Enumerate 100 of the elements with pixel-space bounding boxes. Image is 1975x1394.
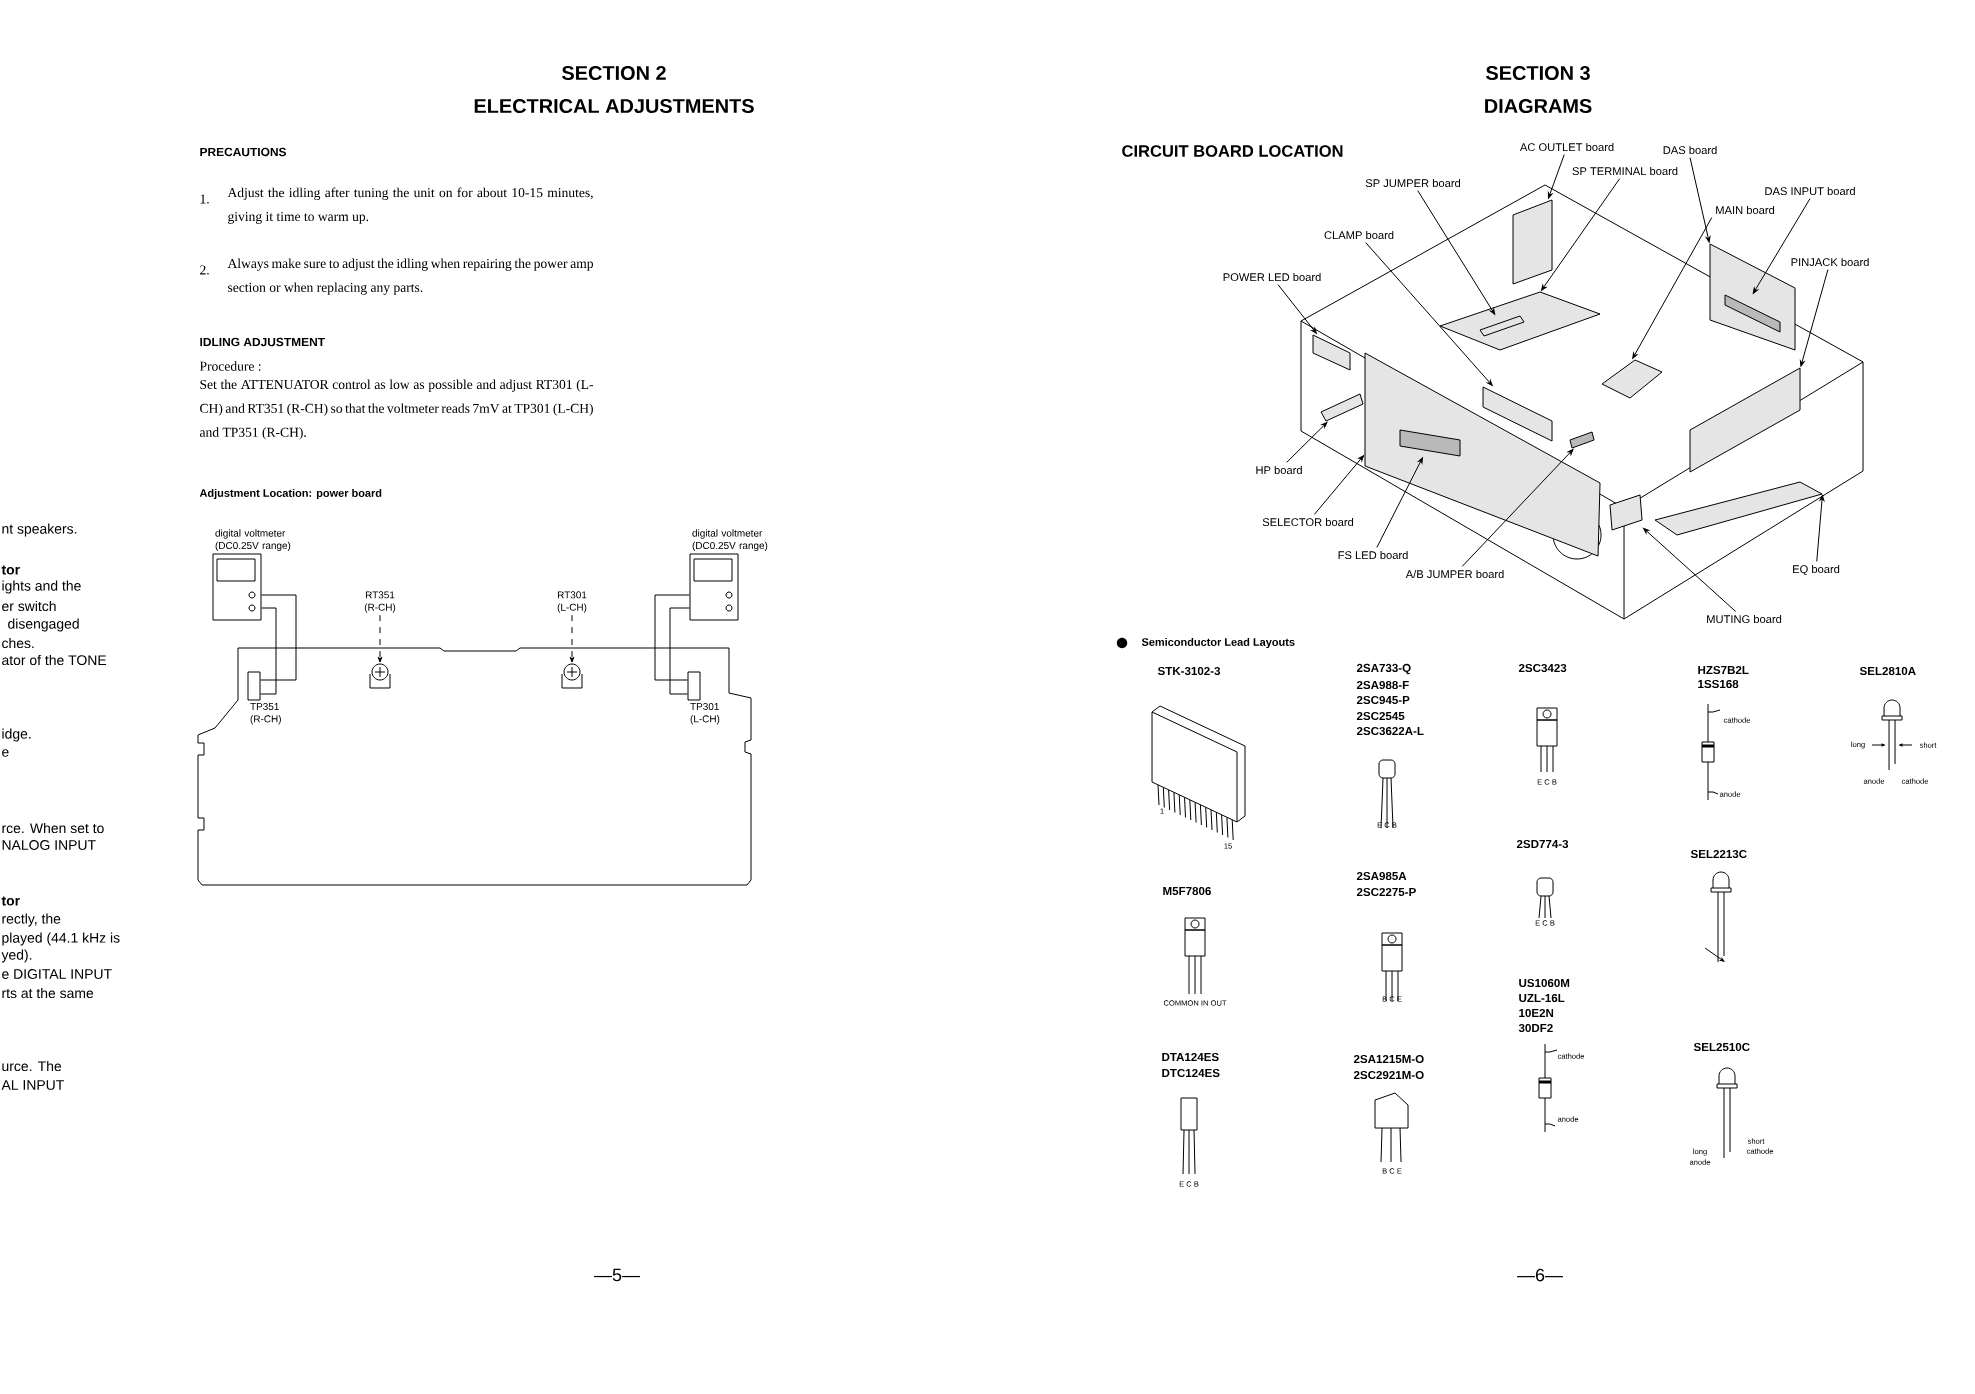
circuit-board xyxy=(1654,481,1823,536)
leader-line xyxy=(1643,527,1737,612)
leader-line xyxy=(1461,449,1574,567)
board-label: DAS INPUT board xyxy=(1765,186,1855,196)
leader-line xyxy=(1547,154,1565,199)
section-heading: SECTION 3 xyxy=(1486,65,1590,81)
cut-off-text: yed). xyxy=(1,949,32,963)
node-label: digital voltmeter (DC0.25V range) xyxy=(692,529,768,551)
leader-line xyxy=(1313,455,1365,515)
part-number: DTA124ES xyxy=(1162,1052,1219,1062)
node-label: TP301 (L-CH) xyxy=(690,703,720,725)
trimmer-potentiometer xyxy=(369,663,391,689)
cut-off-text: NALOG INPUT xyxy=(2,840,96,850)
part-number: STK-3102-3 xyxy=(1157,666,1221,676)
part-label: RT351 (R-CH) xyxy=(364,591,396,613)
leader-line xyxy=(1286,422,1328,463)
leader-line xyxy=(569,614,575,663)
leader-line xyxy=(1365,242,1493,386)
cut-off-text: played (44.1 kHz is xyxy=(2,932,120,946)
digital-voltmeter: digital voltmeter (DC0.25V range) xyxy=(212,529,291,621)
cut-off-text: urce. The xyxy=(2,1060,62,1072)
cut-off-text: e xyxy=(2,749,9,757)
board-label: POWER LED board xyxy=(1223,272,1321,282)
test-point: TP351 (R-CH) xyxy=(247,671,281,725)
list-number: 2. xyxy=(200,265,209,275)
part-number: 2SD774-3 xyxy=(1516,839,1569,849)
cut-off-text: nt speakers. xyxy=(2,523,77,537)
part-number: SEL2810A xyxy=(1859,666,1916,676)
cut-off-text: er switch xyxy=(2,600,56,612)
cut-off-text: rectly, the xyxy=(2,913,61,927)
cut-off-text: AL INPUT xyxy=(1,1080,64,1090)
list-item-text: Adjust the idling after tuning the unit on for about 10-15 minutes, giving it time to warm up. xyxy=(227,187,593,224)
cut-off-text: tor xyxy=(1,896,20,906)
circuit-board xyxy=(1569,431,1595,449)
cut-off-text: rts at the same xyxy=(2,987,94,999)
part-number: 2SC2275-P xyxy=(1356,887,1416,897)
section-heading: SECTION 2 xyxy=(562,65,666,81)
part-number: 2SC3423 xyxy=(1518,663,1567,673)
part-number: US1060M xyxy=(1519,978,1570,988)
node-label: TP351 (R-CH) xyxy=(250,703,281,725)
leader-line xyxy=(1816,494,1825,562)
board-label: A/B JUMPER board xyxy=(1405,569,1504,579)
part-number: SEL2510C xyxy=(1693,1042,1750,1052)
part-number: 2SA985A xyxy=(1356,871,1407,881)
board-label: SELECTOR board xyxy=(1262,517,1354,527)
subheading: CIRCUIT BOARD LOCATION xyxy=(1122,145,1343,157)
cut-off-text: ator of the TONE xyxy=(2,654,107,666)
part-number: DTC124ES xyxy=(1162,1068,1220,1078)
part-number: 2SC2545 xyxy=(1356,711,1405,721)
leader-line xyxy=(1799,269,1829,367)
part-label: RT301 (L-CH) xyxy=(557,591,587,613)
part-number: 2SC3622A-L xyxy=(1356,726,1424,736)
leader-line xyxy=(1417,190,1496,315)
section-heading: ELECTRICAL ADJUSTMENTS xyxy=(474,98,754,114)
wire xyxy=(669,607,690,695)
circuit-board xyxy=(1689,367,1801,473)
node-label: digital voltmeter (DC0.25V range) xyxy=(215,529,291,551)
subheading: Semiconductor Lead Layouts xyxy=(1141,637,1295,649)
board-label: CLAMP board xyxy=(1324,230,1394,240)
list-item-text: Always make sure to adjust the idling when repairing the power amp section or when replacing any parts. xyxy=(227,258,593,295)
leader-line xyxy=(1689,157,1711,243)
circuit-board xyxy=(1479,315,1525,337)
part-number: UZL-16L xyxy=(1519,993,1565,1003)
circuit-board xyxy=(1320,393,1364,422)
board-label: HP board xyxy=(1256,465,1302,475)
leader-line xyxy=(1752,198,1811,294)
board-label: DAS board xyxy=(1663,145,1717,155)
circuit-board xyxy=(1439,291,1601,351)
wire xyxy=(260,594,297,681)
page-number: —6— xyxy=(1517,1268,1563,1282)
cut-off-text: e DIGITAL INPUT xyxy=(2,969,112,979)
leader-line xyxy=(1541,178,1621,291)
section-heading: DIAGRAMS xyxy=(1485,98,1592,114)
subheading: IDLING ADJUSTMENT xyxy=(200,337,325,347)
part-number: 2SC945-P xyxy=(1356,695,1410,705)
wire xyxy=(260,607,277,695)
paragraph: Set the ATTENUATOR control as low as possible and adjust RT301 (L-CH) and RT351 (R-CH) so that the voltmeter reads 7mV at TP301 (L-CH) and TP351 (R-CH). xyxy=(199,379,594,440)
list-number: 1. xyxy=(200,194,209,204)
board-label: MAIN board xyxy=(1716,205,1775,215)
board-label: EQ board xyxy=(1793,564,1840,576)
cut-off-text: tor xyxy=(1,565,20,575)
wire xyxy=(654,594,690,681)
cut-off-text: idge. xyxy=(2,728,31,742)
leader-line xyxy=(377,614,383,663)
part-number: M5F7806 xyxy=(1163,886,1211,896)
part-number: 2SA988-F xyxy=(1356,680,1409,690)
circuit-board xyxy=(1609,494,1643,531)
board-label: FS LED board xyxy=(1338,550,1408,560)
cut-off-text: rce. When set to xyxy=(2,822,104,834)
board-label: SP JUMPER board xyxy=(1365,178,1461,188)
circuit-board-outline xyxy=(197,647,752,886)
cut-off-text: disengaged xyxy=(8,618,79,632)
circuit-board xyxy=(1482,386,1553,442)
circuit-board xyxy=(1312,334,1351,371)
leader-line xyxy=(1632,217,1713,359)
part-number: 10E2N xyxy=(1519,1008,1554,1018)
digital-voltmeter: digital voltmeter (DC0.25V range) xyxy=(689,529,768,621)
page-number: —5— xyxy=(594,1268,640,1282)
trimmer-potentiometer xyxy=(561,663,583,689)
board-label: AC OUTLET board xyxy=(1519,142,1614,152)
